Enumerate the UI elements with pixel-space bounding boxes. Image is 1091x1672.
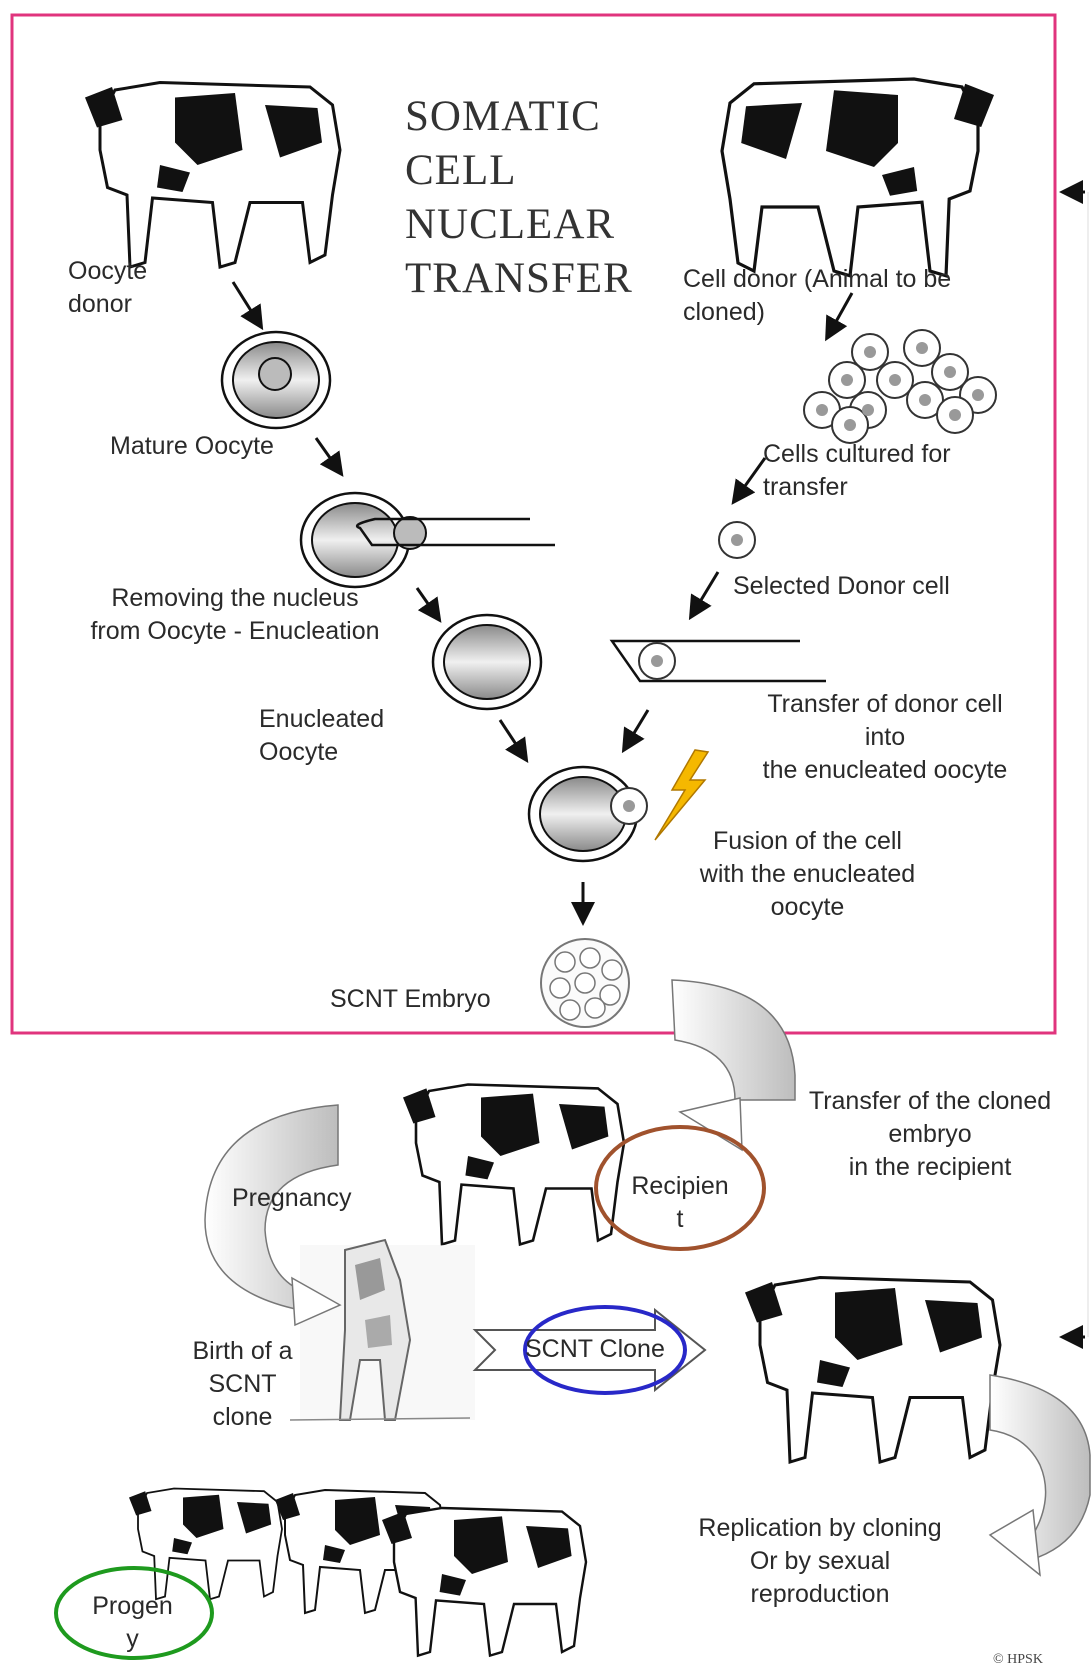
label-removing-nucleus-line2: from Oocyte - Enucleation: [70, 615, 400, 648]
label-recipient: Recipien t: [615, 1170, 745, 1236]
label-pregnancy: Pregnancy: [232, 1182, 352, 1215]
enucleated-oocyte-icon: [433, 615, 541, 709]
arrow-enucleation-to-enucleated: [417, 588, 438, 618]
scnt-embryo-icon: [541, 939, 629, 1027]
label-birth-line2: SCNT: [180, 1368, 305, 1401]
label-fusion-line3: oocyte: [675, 891, 940, 924]
label-mature-oocyte: Mature Oocyte: [110, 430, 274, 463]
copyright-text: © HPSK: [993, 1652, 1043, 1668]
diagram-title: SOMATIC CELL NUCLEAR TRANSFER: [405, 90, 633, 306]
label-fusion-line1: Fusion of the cell: [675, 825, 940, 858]
label-oocyte-donor: Oocyte donor: [68, 255, 147, 321]
label-cells-cultured-line2: transfer: [763, 471, 951, 504]
label-birth: Birth of a SCNT clone: [180, 1335, 305, 1434]
transfer-curved-arrow: [672, 980, 795, 1100]
fusion-icon: [529, 767, 647, 861]
enucleation-icon: [301, 493, 555, 587]
label-replication-line3: reproduction: [670, 1578, 970, 1611]
label-enucleated-oocyte: Enucleated Oocyte: [259, 703, 384, 769]
label-transfer-donor-cell-line3: the enucleated oocyte: [735, 754, 1035, 787]
title-line-3: NUCLEAR: [405, 198, 633, 252]
label-enucleated-oocyte-line1: Enucleated: [259, 703, 384, 736]
label-cells-cultured-line1: Cells cultured for: [763, 438, 951, 471]
label-removing-nucleus: Removing the nucleus from Oocyte - Enucl…: [70, 582, 400, 648]
label-replication: Replication by cloning Or by sexual repr…: [670, 1512, 970, 1611]
clone-cow-icon: [745, 1278, 1000, 1463]
label-transfer-donor-cell: Transfer of donor cell into the enucleat…: [735, 688, 1035, 787]
label-recipient-line1: Recipien: [615, 1170, 745, 1203]
arrow-enucleated-to-fusion: [500, 720, 525, 758]
calf-icon: [290, 1240, 475, 1420]
label-progeny-line1: Progen: [80, 1590, 185, 1623]
label-transfer-cloned-embryo-line3: in the recipient: [785, 1151, 1075, 1184]
label-replication-line2: Or by sexual: [670, 1545, 970, 1578]
progeny-cow-icon-3: [382, 1508, 586, 1656]
arrow-selected-to-pipette: [692, 572, 718, 615]
donor-pipette-icon: [612, 641, 826, 681]
arrow-oocyte-to-enucleation: [316, 438, 340, 472]
label-transfer-cloned-embryo-line1: Transfer of the cloned: [785, 1085, 1075, 1118]
title-line-1: SOMATIC: [405, 90, 633, 144]
arrow-donor-to-oocyte: [233, 282, 260, 325]
label-transfer-donor-cell-line1: Transfer of donor cell: [735, 688, 1035, 721]
label-oocyte-donor-line2: donor: [68, 288, 147, 321]
progeny-cow-icon-1: [129, 1489, 282, 1600]
title-line-2: CELL: [405, 144, 633, 198]
recipient-cow-icon: [403, 1085, 624, 1245]
label-oocyte-donor-line1: Oocyte: [68, 255, 147, 288]
label-fusion-line2: with the enucleated: [675, 858, 940, 891]
label-progeny-line2: y: [80, 1623, 185, 1656]
selected-donor-cell-icon: [719, 522, 755, 558]
label-transfer-donor-cell-line2: into: [735, 721, 1035, 754]
cultured-cells-icon: [804, 330, 996, 443]
label-cell-donor: Cell donor (Animal to be cloned): [683, 263, 951, 329]
cell-donor-cow-icon: [722, 79, 994, 276]
label-transfer-cloned-embryo: Transfer of the cloned embryo in the rec…: [785, 1085, 1075, 1184]
label-scnt-clone: SCNT Clone: [525, 1333, 665, 1366]
label-recipient-line2: t: [615, 1203, 745, 1236]
label-selected-donor-cell: Selected Donor cell: [733, 570, 950, 603]
label-cell-donor-line1: Cell donor (Animal to be: [683, 263, 951, 296]
label-cells-cultured: Cells cultured for transfer: [763, 438, 951, 504]
arrow-pipette-to-fusion: [625, 710, 648, 748]
mature-oocyte-icon: [222, 332, 330, 428]
label-birth-line1: Birth of a: [180, 1335, 305, 1368]
label-replication-line1: Replication by cloning: [670, 1512, 970, 1545]
label-removing-nucleus-line1: Removing the nucleus: [70, 582, 400, 615]
title-line-4: TRANSFER: [405, 252, 633, 306]
label-birth-line3: clone: [180, 1401, 305, 1434]
label-cell-donor-line2: cloned): [683, 296, 951, 329]
label-scnt-embryo: SCNT Embryo: [330, 983, 491, 1016]
label-progeny: Progen y: [80, 1590, 185, 1656]
label-transfer-cloned-embryo-line2: embryo: [785, 1118, 1075, 1151]
oocyte-donor-cow-icon: [85, 83, 340, 268]
arrow-cells-to-selected: [735, 458, 765, 500]
label-fusion: Fusion of the cell with the enucleated o…: [675, 825, 940, 924]
label-enucleated-oocyte-line2: Oocyte: [259, 736, 384, 769]
